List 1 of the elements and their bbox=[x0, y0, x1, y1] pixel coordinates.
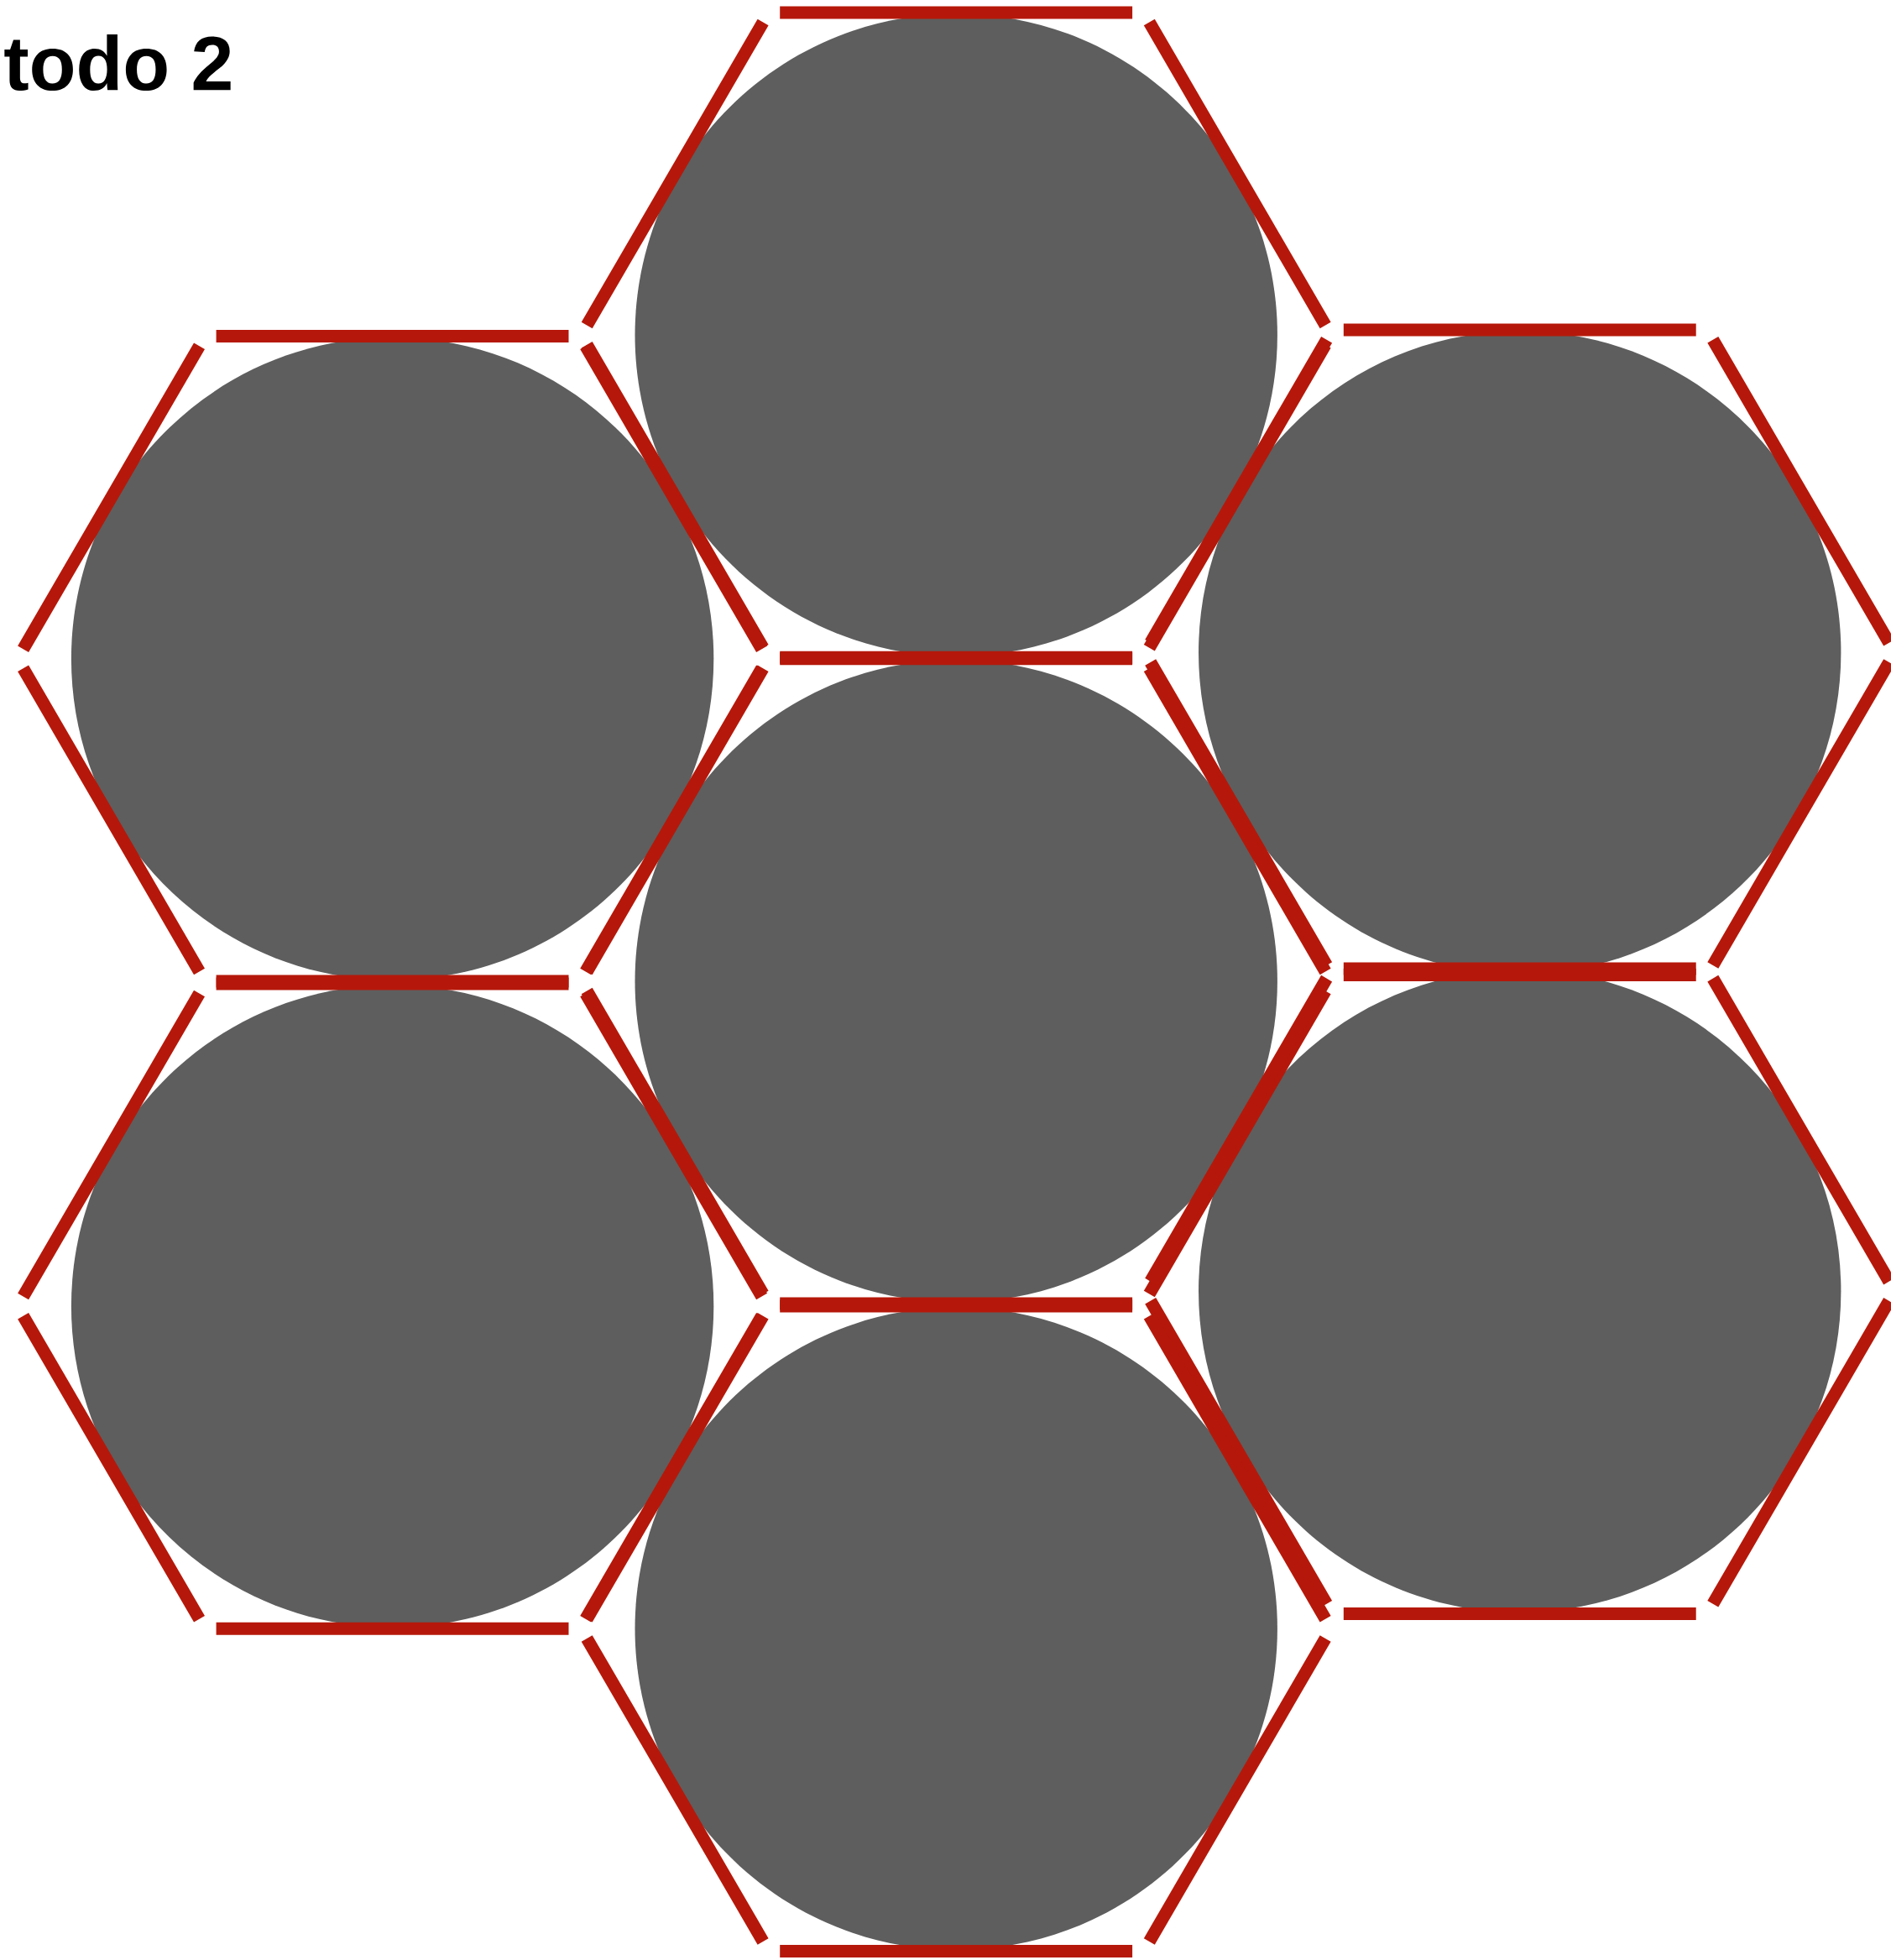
title: todo 2 bbox=[4, 34, 231, 91]
